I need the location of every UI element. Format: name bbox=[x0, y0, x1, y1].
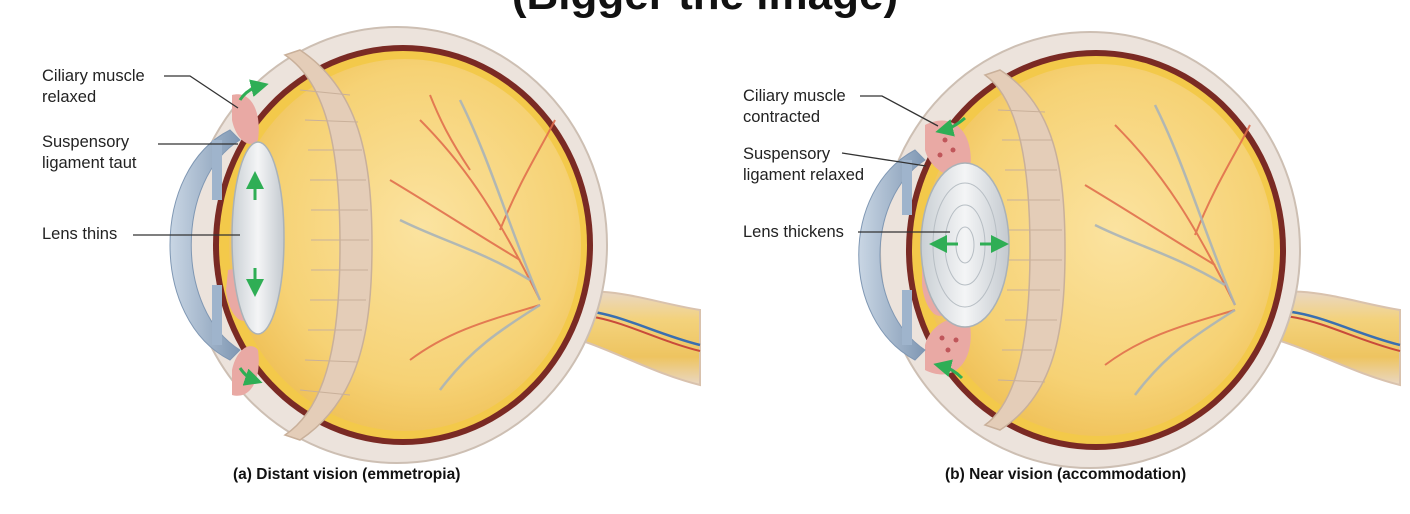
label-lens-thins: Lens thins bbox=[42, 225, 118, 243]
label-line: Suspensory bbox=[743, 145, 831, 163]
page-title-cropped: (Bigger the image) bbox=[405, 0, 1005, 20]
label-lens-thickens: Lens thickens bbox=[743, 223, 844, 241]
label-line: ligament relaxed bbox=[743, 166, 865, 184]
label-line: relaxed bbox=[42, 88, 97, 106]
label-line: Ciliary muscle bbox=[42, 67, 145, 85]
caption-near-vision: (b) Near vision (accommodation) bbox=[945, 466, 1187, 483]
label-suspensory-ligament-relaxed: Suspensory ligament relaxed bbox=[743, 144, 864, 186]
label-ciliary-muscle-contracted: Ciliary muscle contracted bbox=[743, 86, 846, 128]
caption-distant-vision: (a) Distant vision (emmetropia) bbox=[233, 466, 461, 483]
label-line: ligament taut bbox=[42, 154, 137, 172]
label-line: Suspensory bbox=[42, 133, 130, 151]
label-ciliary-muscle-relaxed: Ciliary muscle relaxed bbox=[42, 66, 145, 108]
eye-near-vision bbox=[841, 31, 1401, 469]
eye-distant-vision bbox=[133, 26, 701, 464]
label-suspensory-ligament-taut: Suspensory ligament taut bbox=[42, 132, 136, 174]
label-line: Ciliary muscle bbox=[743, 87, 846, 105]
label-line: contracted bbox=[743, 108, 821, 126]
